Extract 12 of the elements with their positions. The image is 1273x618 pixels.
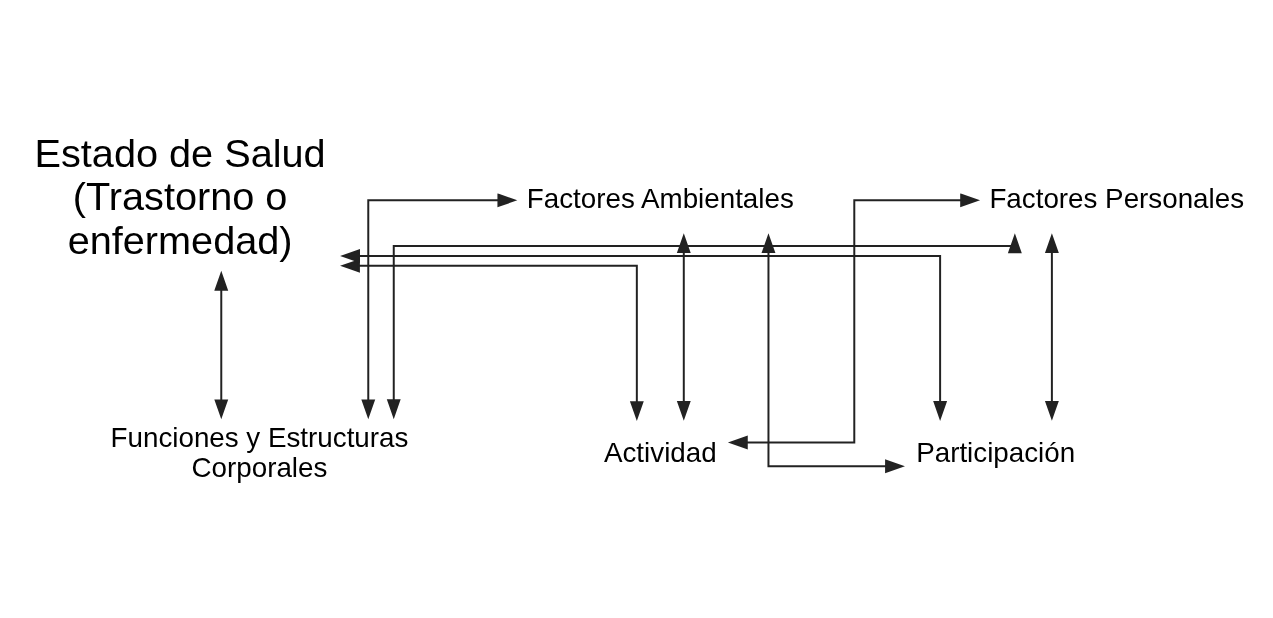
arrow — [214, 270, 229, 419]
arrow — [1044, 232, 1059, 421]
arrow — [361, 192, 518, 419]
arrow — [340, 258, 644, 421]
node-text: Estado de Salud (Trastorno o enfermedad) — [34, 130, 326, 262]
node-text: Funciones y Estructuras Corporales — [110, 421, 409, 483]
arrow — [727, 192, 981, 449]
arrow — [340, 248, 948, 421]
node-text: Actividad — [603, 436, 717, 468]
node-text: Factores Ambientales — [526, 182, 794, 214]
node-text: Participación — [916, 436, 1076, 468]
node-text: Factores Personales — [989, 182, 1245, 214]
